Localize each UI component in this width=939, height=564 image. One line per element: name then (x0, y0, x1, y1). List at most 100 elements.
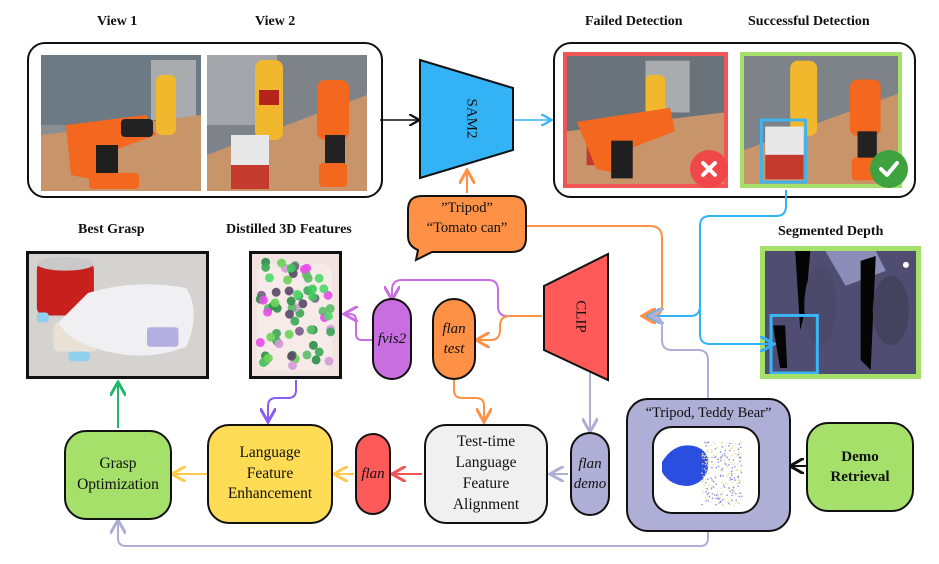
pointcloud-point (701, 478, 704, 481)
pointcloud-point (706, 498, 709, 500)
feature-dot (265, 273, 274, 283)
pointcloud-point (724, 445, 727, 448)
pointcloud-point (715, 467, 718, 469)
pointcloud-point (701, 457, 704, 460)
pointcloud-point (728, 479, 731, 481)
pointcloud-point (704, 455, 706, 457)
successful-detection-title: Successful Detection (748, 14, 870, 29)
feature-dot (323, 290, 333, 300)
pointcloud-point (710, 466, 712, 468)
pointcloud-point (712, 463, 714, 466)
pointcloud-point (734, 465, 736, 468)
pointcloud-point (707, 450, 709, 453)
feature-dot (295, 326, 304, 336)
pointcloud-point (732, 459, 735, 461)
segmented-depth-image (760, 246, 921, 379)
pointcloud-point (720, 459, 723, 461)
pointcloud-point (739, 492, 742, 494)
pointcloud-point (706, 460, 709, 462)
pointcloud-point (733, 463, 735, 465)
pointcloud-point (726, 494, 728, 496)
arrow-distilled-to-enhancement (268, 380, 297, 420)
pointcloud-point (705, 491, 707, 493)
distilled-features-image (249, 251, 342, 379)
pointcloud-point (715, 483, 717, 485)
pointcloud-point (715, 497, 717, 500)
pointcloud-point (715, 456, 717, 458)
failed-detection-title: Failed Detection (585, 14, 683, 29)
pointcloud-point (738, 443, 741, 445)
demo-retrieval-box: Demo Retrieval (806, 422, 914, 512)
feature-dot (274, 339, 284, 349)
pointcloud-point (711, 449, 713, 451)
prompt-line-2: “Tomato can” (426, 219, 508, 236)
pointcloud-point (708, 472, 710, 475)
pointcloud-point (729, 477, 731, 479)
pointcloud-point (707, 458, 710, 461)
feature-dot (283, 275, 293, 285)
pointcloud-point (717, 493, 719, 496)
feature-dot (319, 284, 329, 294)
pointcloud-point (724, 459, 726, 462)
pointcloud-point (714, 447, 717, 450)
pointcloud-point (720, 493, 722, 496)
pointcloud-point (706, 448, 708, 451)
pointcloud-point (711, 485, 714, 487)
pointcloud-point (713, 494, 716, 496)
pointcloud-point (732, 490, 734, 493)
pointcloud-point (728, 449, 731, 452)
grasp-line-1: Grasp (99, 455, 137, 473)
pointcloud-point (728, 500, 730, 503)
view-2-image (207, 55, 367, 191)
arrow-demo-to-clip (652, 316, 709, 398)
pointcloud-point (737, 492, 740, 494)
pointcloud-point (710, 457, 713, 459)
pointcloud-point (706, 456, 709, 459)
pointcloud-point (724, 455, 726, 457)
demo-label: “Tripod, Teddy Bear” (645, 405, 772, 421)
pointcloud-point (712, 480, 715, 483)
enhancement-line-3: Enhancement (227, 485, 313, 503)
pointcloud-point (702, 475, 704, 478)
pointcloud-point (717, 461, 720, 463)
pointcloud-point (725, 475, 728, 478)
alignment-line-2: Language (455, 454, 517, 472)
pointcloud-point (710, 444, 713, 447)
pointcloud-point (737, 485, 739, 487)
pointcloud-point (704, 463, 707, 466)
view-1-image (41, 55, 201, 191)
pointcloud-point (720, 487, 722, 490)
feature-dot (258, 295, 268, 305)
feature-dot (326, 327, 336, 337)
pointcloud-point (726, 501, 729, 503)
pointcloud-point (738, 451, 740, 454)
pointcloud-point (740, 470, 742, 473)
alignment-line-4: Alignment (452, 495, 520, 513)
pointcloud-point (707, 441, 710, 443)
feature-dot (263, 353, 273, 363)
feature-dot (270, 298, 280, 308)
flan-test-node: flan test (432, 298, 476, 380)
feature-dot (271, 287, 281, 297)
flan-label: flan (361, 465, 385, 482)
pointcloud-point (730, 488, 733, 491)
pointcloud-point (731, 454, 734, 457)
pointcloud-point (705, 445, 707, 447)
flan-test-label-2: test (443, 341, 465, 357)
pointcloud-point (736, 463, 739, 465)
arrow-clip-to-flan-test (478, 315, 542, 340)
pointcloud-point (701, 503, 703, 506)
pointcloud-point (714, 476, 717, 479)
pointcloud-point (705, 500, 707, 502)
pointcloud-point (728, 464, 730, 466)
arrow-detection-to-clip (650, 190, 787, 316)
pointcloud-point (707, 464, 709, 466)
pointcloud-point (701, 455, 703, 458)
language-enhancement-box: Language Feature Enhancement (207, 424, 333, 524)
pointcloud-point (711, 480, 714, 483)
flan-demo-label-2: demo (573, 476, 607, 492)
pointcloud-point (736, 483, 738, 485)
successful-detection-image (740, 52, 902, 188)
pointcloud-point (706, 489, 709, 491)
pointcloud-point (702, 480, 704, 482)
